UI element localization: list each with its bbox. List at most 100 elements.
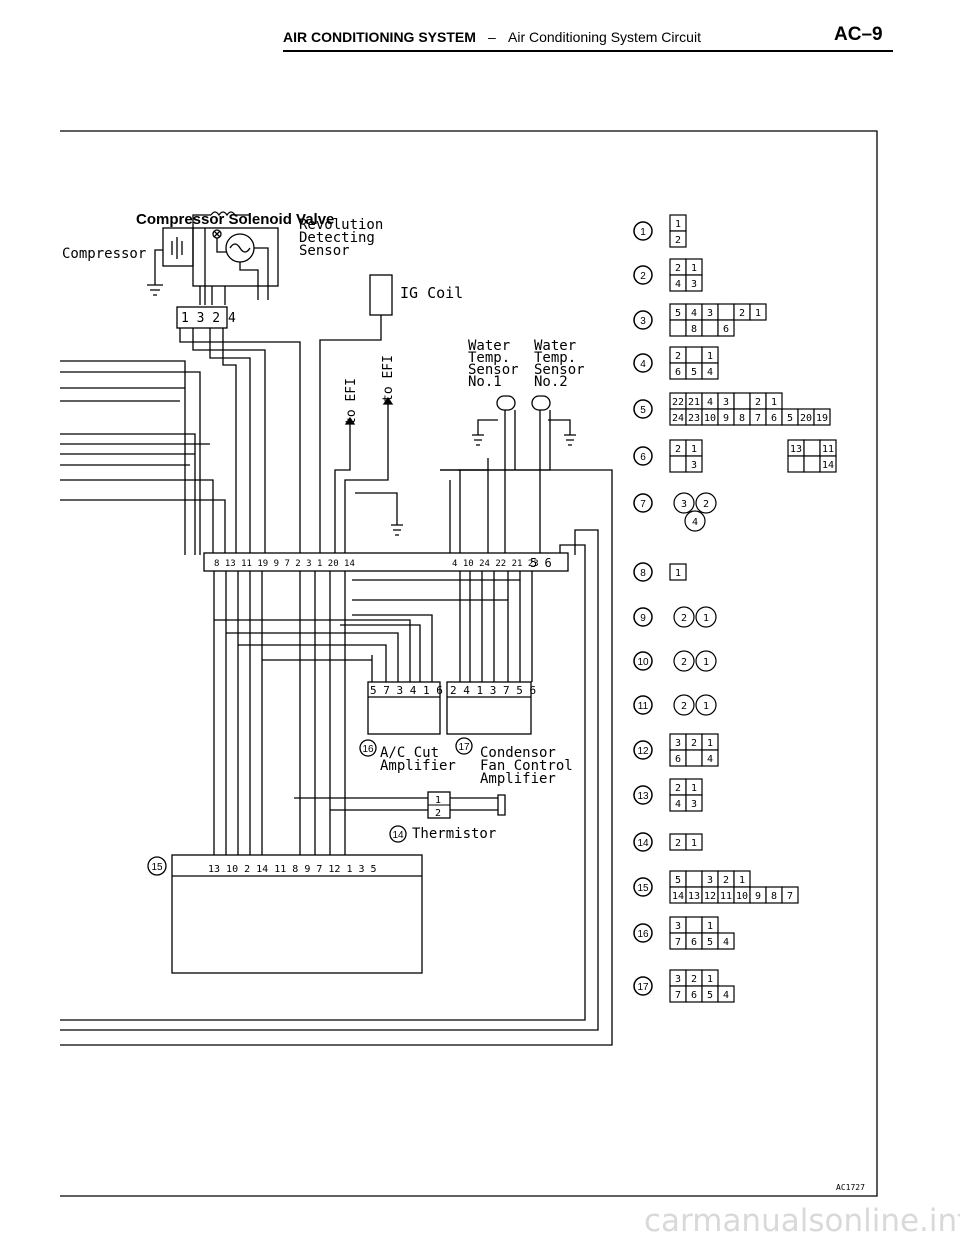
legend-pin-cell <box>701 749 719 767</box>
legend-pin-round <box>695 650 717 672</box>
legend-callout-circle <box>633 265 653 285</box>
legend-pin-label: 4 <box>692 517 698 528</box>
legend-pin-label: 1 <box>739 875 745 886</box>
legend-pin-label: 4 <box>723 937 729 948</box>
legend-pin-cell <box>803 439 821 457</box>
legend-callout-number: 16 <box>637 929 649 940</box>
legend-pin-label: 2 <box>675 263 681 274</box>
legend-pin-label: 12 <box>704 891 716 902</box>
legend-pin-label: 4 <box>707 754 713 765</box>
legend-callout-circle <box>633 695 653 715</box>
legend-pin-label: 6 <box>691 990 697 1001</box>
legend-pin-cell <box>685 346 703 364</box>
legend-callout-number: 5 <box>640 405 646 416</box>
legend-pin-cell <box>781 886 799 904</box>
legend-pin-label: 21 <box>688 397 700 408</box>
legend-callout-number: 11 <box>638 701 649 712</box>
amp17-pins: 2 4 1 3 7 5 6 <box>450 684 536 697</box>
legend-pin-label: 22 <box>672 397 684 408</box>
legend-callout-number: 12 <box>637 746 649 757</box>
legend-callout-number: 7 <box>640 499 646 510</box>
legend-callout-circle <box>633 310 653 330</box>
legend-pin-label: 19 <box>816 413 828 424</box>
legend-pin-cell <box>787 455 805 473</box>
main-strip-left: 8 13 11 19 9 7 2 3 1 20 14 <box>214 559 355 569</box>
legend-pin-label: 1 <box>703 701 709 712</box>
ac-cut-label-1: A/C Cut <box>380 745 439 761</box>
legend-callout-circle <box>633 607 653 627</box>
compressor-label: Compressor <box>62 246 146 262</box>
wiring-harness <box>60 315 613 1046</box>
legend-pin-label: 24 <box>672 413 684 424</box>
legend-pin-label: 2 <box>681 657 687 668</box>
ac-cut-amplifier-box <box>367 681 441 735</box>
legend-pin-cell <box>717 303 735 321</box>
legend-pin-cell <box>701 362 719 380</box>
legend-callout-number: 2 <box>640 271 646 282</box>
legend-pin-round <box>695 606 717 628</box>
frame-border <box>60 130 878 1197</box>
legend-callout-circle <box>633 740 653 760</box>
figure-code: AC1727 <box>836 1183 865 1192</box>
amp16-pins: 5 7 3 4 1 6 <box>370 684 443 697</box>
ig-coil-symbol <box>369 274 393 316</box>
legend-callout-circle <box>633 399 653 419</box>
condenser-label-2: Fan Control <box>480 758 573 774</box>
legend-pin-label: 1 <box>707 974 713 985</box>
callout-17: 17 <box>458 742 470 753</box>
water-sensor-2-line-1: Water <box>534 338 576 354</box>
footer-watermark: carmanualsonline.info <box>644 1203 960 1239</box>
legend-pin-label: 1 <box>707 921 713 932</box>
main-strip-right: 4 10 24 22 21 23 <box>452 559 539 569</box>
legend-pin-label: 8 <box>691 324 697 335</box>
legend-callout-circle <box>633 923 653 943</box>
legend-pin-label: 3 <box>675 974 681 985</box>
lower-wiring <box>213 571 533 855</box>
ecu-pins: 13 10 2 14 11 8 9 7 12 1 3 5 <box>208 864 377 875</box>
legend-callout-number: 10 <box>637 657 649 668</box>
legend-pin-label: 3 <box>691 460 697 471</box>
legend-pin-label: 2 <box>675 444 681 455</box>
header-separator: – <box>488 29 496 45</box>
legend-callout-number: 4 <box>640 359 646 370</box>
legend-pin-label: 23 <box>688 413 700 424</box>
legend-callout-number: 13 <box>637 791 649 802</box>
legend-pin-label: 7 <box>675 990 681 1001</box>
legend-callout-circle <box>633 976 653 996</box>
legend-pin-cell <box>685 455 703 473</box>
water-sensor-1-line-4: No.1 <box>468 374 502 390</box>
legend-callout-circle <box>633 493 653 513</box>
legend-callout-number: 3 <box>640 316 646 327</box>
legend-pin-cell <box>685 833 703 851</box>
legend-pin-label: 10 <box>704 413 716 424</box>
ecu-box <box>171 854 423 974</box>
legend-pin-label: 6 <box>723 324 729 335</box>
condenser-label-3: Amplifier <box>480 771 556 787</box>
legend-pin-label: 8 <box>739 413 745 424</box>
thermistor-pin-1: 1 <box>435 795 441 806</box>
header-rule <box>283 50 893 52</box>
legend-callout-circle <box>633 877 653 897</box>
legend-pin-label: 14 <box>672 891 684 902</box>
legend-pin-label: 1 <box>691 783 697 794</box>
legend-pin-label: 2 <box>739 308 745 319</box>
legend-pin-label: 2 <box>691 974 697 985</box>
legend-callout-circle <box>633 353 653 373</box>
condenser-label-1: Condensor <box>480 745 556 761</box>
legend-pin-cell <box>669 319 687 337</box>
legend-callout-circle <box>633 785 653 805</box>
compressor-plug-pins: 1 3 2 4 <box>181 311 236 326</box>
legend-pin-label: 4 <box>675 799 681 810</box>
header-subtitle: Air Conditioning System Circuit <box>508 29 701 45</box>
legend-pin-cell <box>669 230 687 248</box>
legend-callout-number: 17 <box>637 982 649 993</box>
condenser-amplifier-box <box>446 681 532 735</box>
to-efi-label-1: to EFI <box>344 378 359 425</box>
solenoid-valve-label: Compressor Solenoid Valve <box>136 211 334 228</box>
legend-pin-label: 1 <box>675 219 681 230</box>
legend-pin-label: 3 <box>675 921 681 932</box>
legend-pin-label: 1 <box>691 263 697 274</box>
compressor-plug <box>176 306 228 329</box>
page-number: AC–9 <box>834 24 883 45</box>
